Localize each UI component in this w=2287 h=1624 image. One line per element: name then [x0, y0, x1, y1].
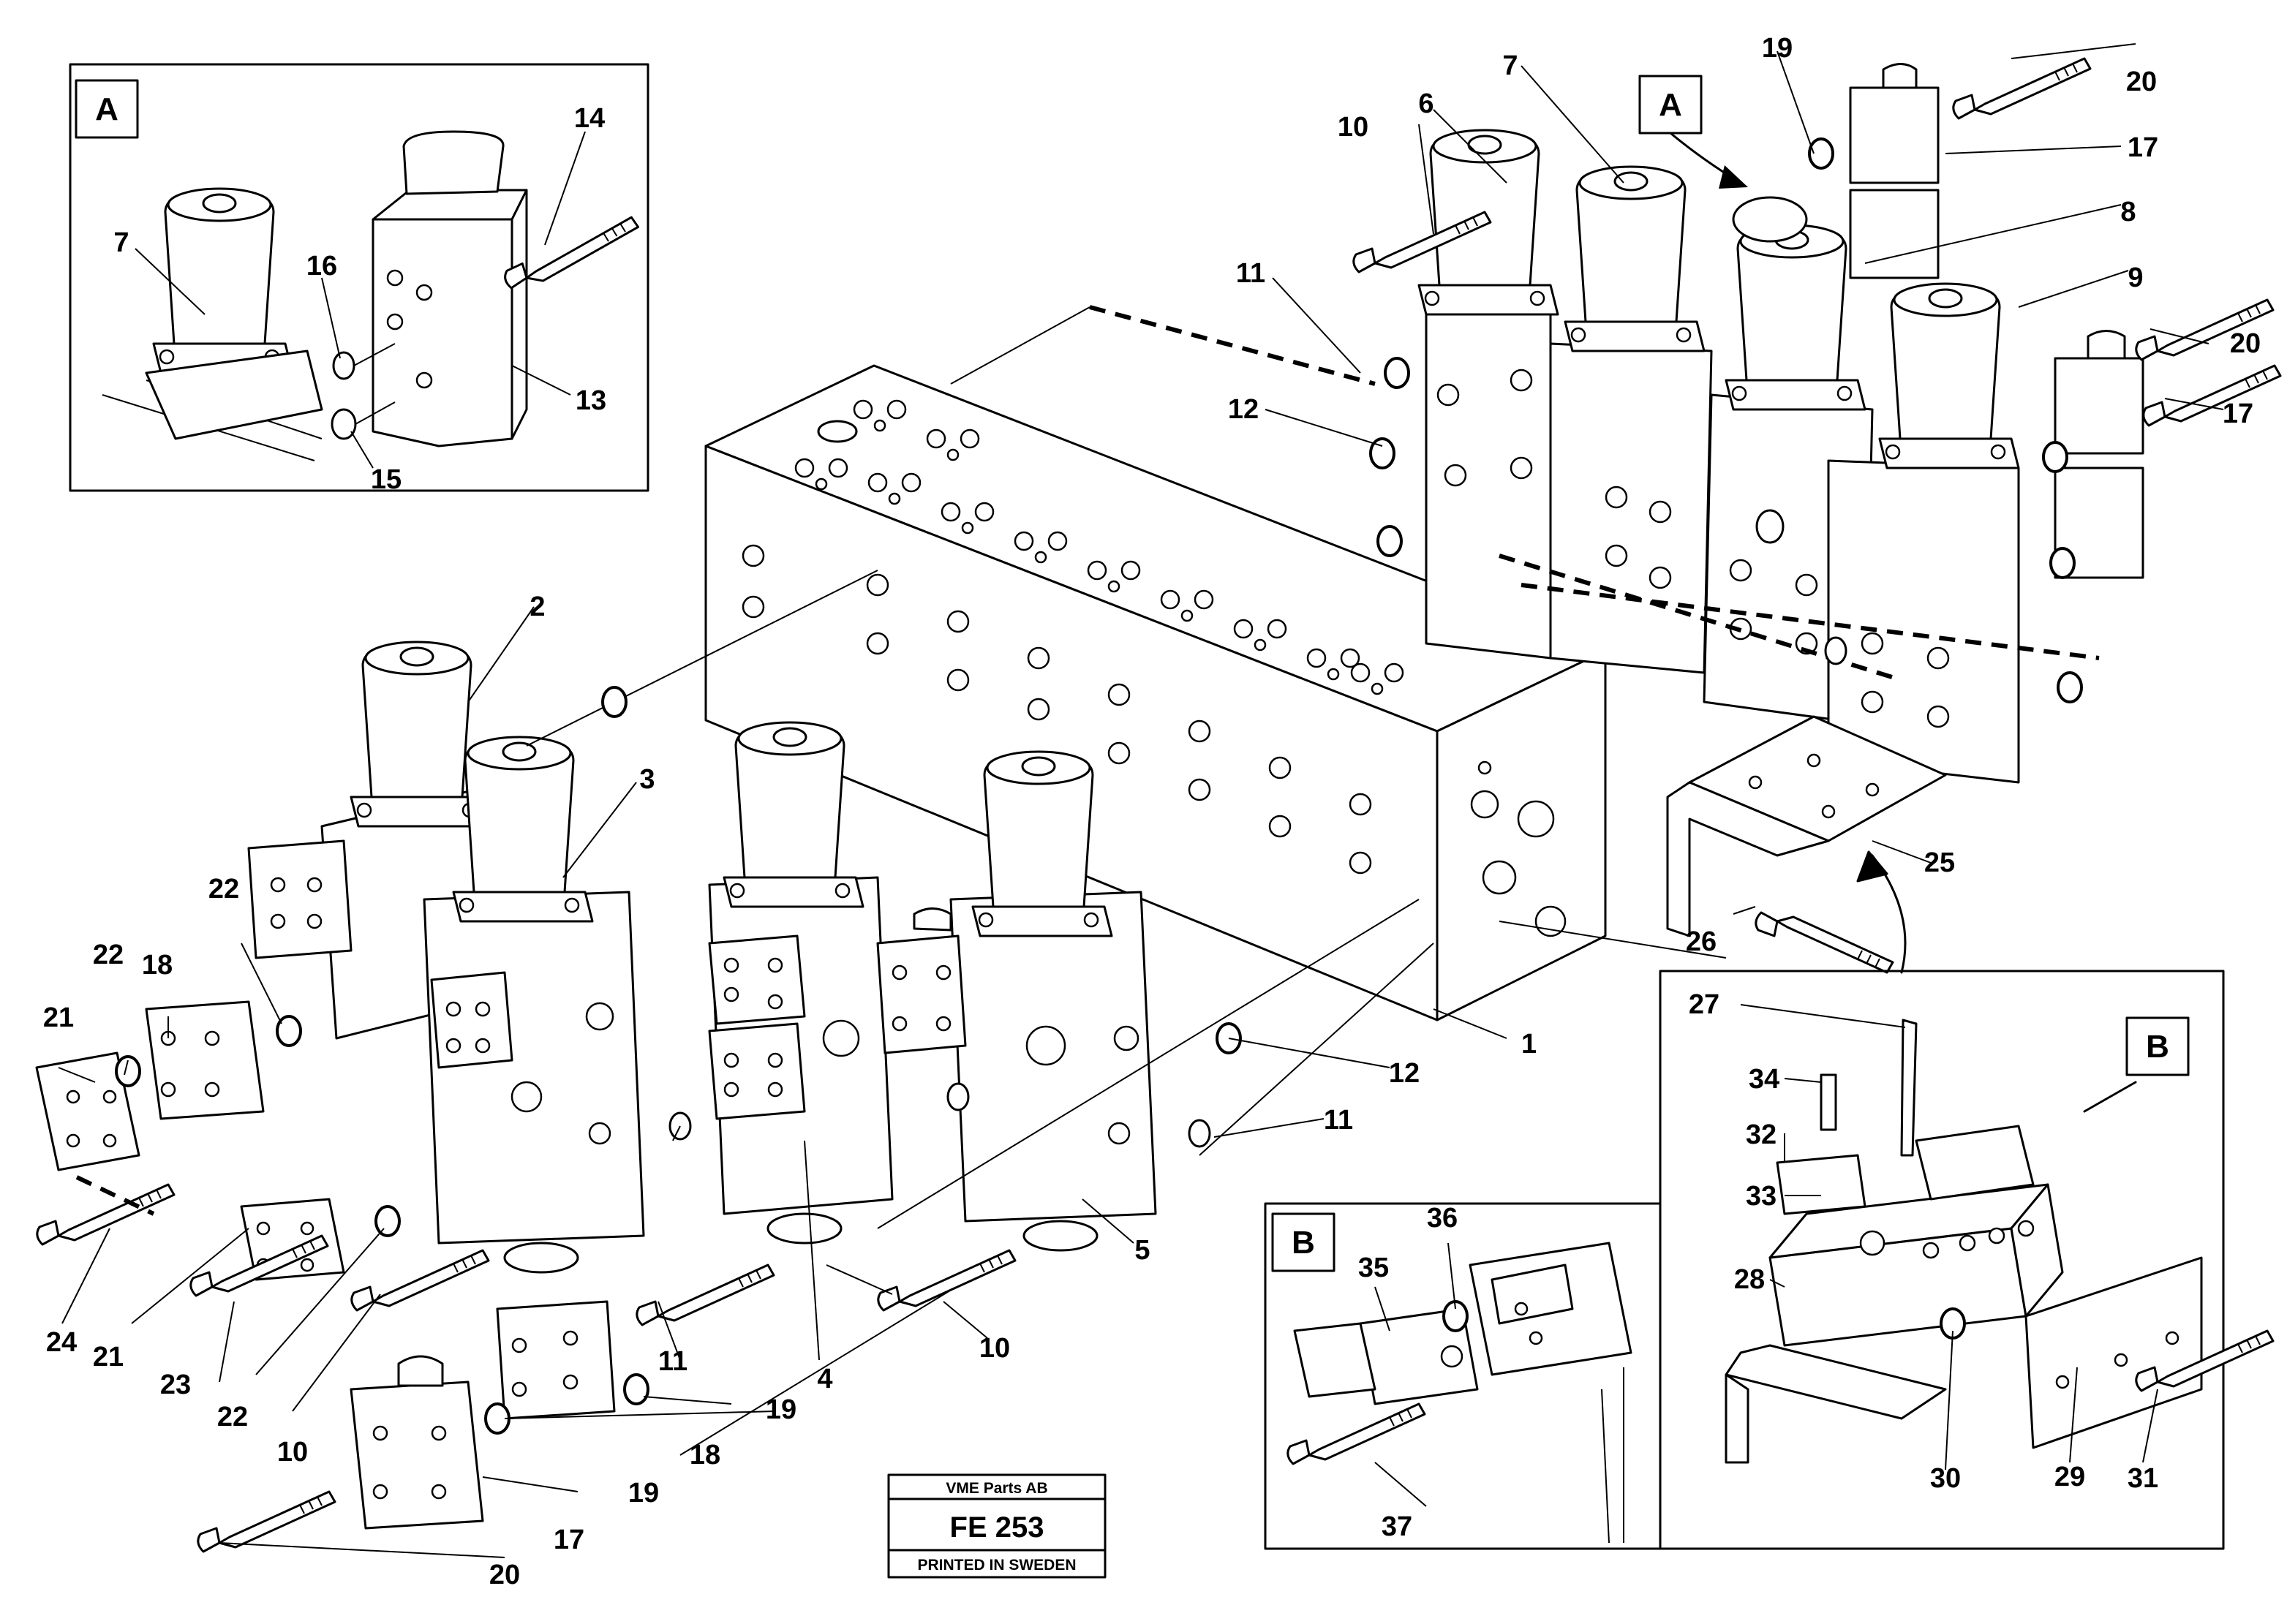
- part-label-7-inset: 7: [113, 227, 129, 258]
- part-label-27: 27: [1689, 989, 1719, 1020]
- part-label-10-left: 10: [277, 1437, 308, 1468]
- part-labels: A B B 1 2 3 4 5 6 7 7 8 9 10 10 10 11 11…: [43, 33, 2261, 1590]
- bracket-25: [1666, 715, 1947, 974]
- left-loose-parts: [35, 686, 1242, 1553]
- part-label-33: 33: [1746, 1181, 1777, 1212]
- part-label-34: 34: [1749, 1064, 1779, 1095]
- part-label-12-top: 12: [1228, 394, 1259, 425]
- part-label-13: 13: [576, 385, 606, 416]
- marker-arrows: [1638, 75, 1748, 189]
- part-label-31: 31: [2128, 1463, 2158, 1494]
- detail-b-large-inset: [1659, 970, 2275, 1550]
- leader-lines: [58, 43, 2224, 1558]
- detail-b-marker-box-small: [1271, 1212, 1335, 1272]
- part-label-17-right: 17: [2223, 399, 2253, 429]
- part-label-19-top: 19: [1762, 33, 1793, 64]
- part-label-9: 9: [2128, 263, 2143, 293]
- part-label-37: 37: [1382, 1511, 1412, 1542]
- part-label-28: 28: [1734, 1264, 1765, 1295]
- detail-a-marker-box: [75, 79, 139, 139]
- part-label-5: 5: [1134, 1235, 1150, 1266]
- part-label-25: 25: [1924, 847, 1955, 878]
- part-label-1: 1: [1521, 1029, 1537, 1060]
- part-label-11-mid: 11: [658, 1346, 687, 1377]
- part-label-16: 16: [306, 251, 337, 282]
- part-label-26: 26: [1686, 926, 1717, 957]
- part-label-22-c: 22: [217, 1402, 248, 1432]
- detail-b-marker-large: B: [2146, 1029, 2169, 1065]
- part-label-8: 8: [2120, 197, 2136, 227]
- title-block: VME Parts AB FE 253 PRINTED IN SWEDEN: [887, 1473, 1107, 1579]
- part-label-29: 29: [2054, 1462, 2085, 1492]
- detail-a-marker-main: A: [1659, 87, 1682, 123]
- title-block-company: VME Parts AB: [946, 1480, 1047, 1497]
- detail-a-inset: A: [69, 63, 649, 492]
- left-valve-sections: [247, 570, 1727, 1456]
- part-label-19-mid: 19: [766, 1394, 796, 1425]
- part-label-10-bottom: 10: [979, 1333, 1010, 1364]
- part-label-21-bottom: 21: [93, 1342, 124, 1372]
- part-label-20-right: 20: [2230, 328, 2261, 359]
- part-label-24: 24: [46, 1327, 77, 1358]
- part-label-30: 30: [1930, 1463, 1961, 1494]
- part-label-3: 3: [639, 764, 655, 795]
- part-label-22-b: 22: [208, 874, 239, 904]
- part-label-11-top: 11: [1236, 258, 1265, 289]
- right-valve-stack: [1352, 57, 2282, 784]
- part-label-4: 4: [817, 1364, 832, 1394]
- part-label-17-bottom: 17: [554, 1525, 584, 1555]
- part-label-20-bottom: 20: [489, 1560, 520, 1590]
- part-label-36: 36: [1427, 1203, 1458, 1234]
- part-label-15: 15: [371, 464, 402, 495]
- part-label-20-top: 20: [2126, 67, 2157, 97]
- part-label-10-top: 10: [1338, 112, 1368, 143]
- detail-a-marker: A: [95, 91, 118, 127]
- part-label-18-bottom: 18: [690, 1440, 720, 1470]
- part-label-2: 2: [530, 592, 545, 622]
- part-label-12-right: 12: [1389, 1058, 1420, 1089]
- part-label-17-top: 17: [2128, 132, 2158, 163]
- part-label-23: 23: [160, 1370, 191, 1400]
- title-block-code: FE 253: [950, 1511, 1044, 1544]
- detail-b-small-inset: [1264, 1202, 1662, 1550]
- part-label-11-right: 11: [1324, 1105, 1353, 1136]
- detail-b-marker-box-large: [2125, 1016, 2190, 1076]
- part-label-21-top: 21: [43, 1002, 74, 1033]
- part-label-14: 14: [574, 103, 605, 134]
- part-label-32: 32: [1746, 1119, 1777, 1150]
- part-label-19-bottom: 19: [628, 1478, 659, 1508]
- part-label-35: 35: [1358, 1253, 1389, 1283]
- part-label-22-a: 22: [93, 940, 124, 970]
- part-label-18-left: 18: [142, 950, 173, 981]
- title-block-printed: PRINTED IN SWEDEN: [917, 1557, 1076, 1574]
- part-label-7: 7: [1502, 50, 1518, 81]
- part-label-6: 6: [1418, 88, 1433, 119]
- main-manifold-block: [704, 305, 1607, 1021]
- detail-b-marker-small: B: [1292, 1225, 1315, 1261]
